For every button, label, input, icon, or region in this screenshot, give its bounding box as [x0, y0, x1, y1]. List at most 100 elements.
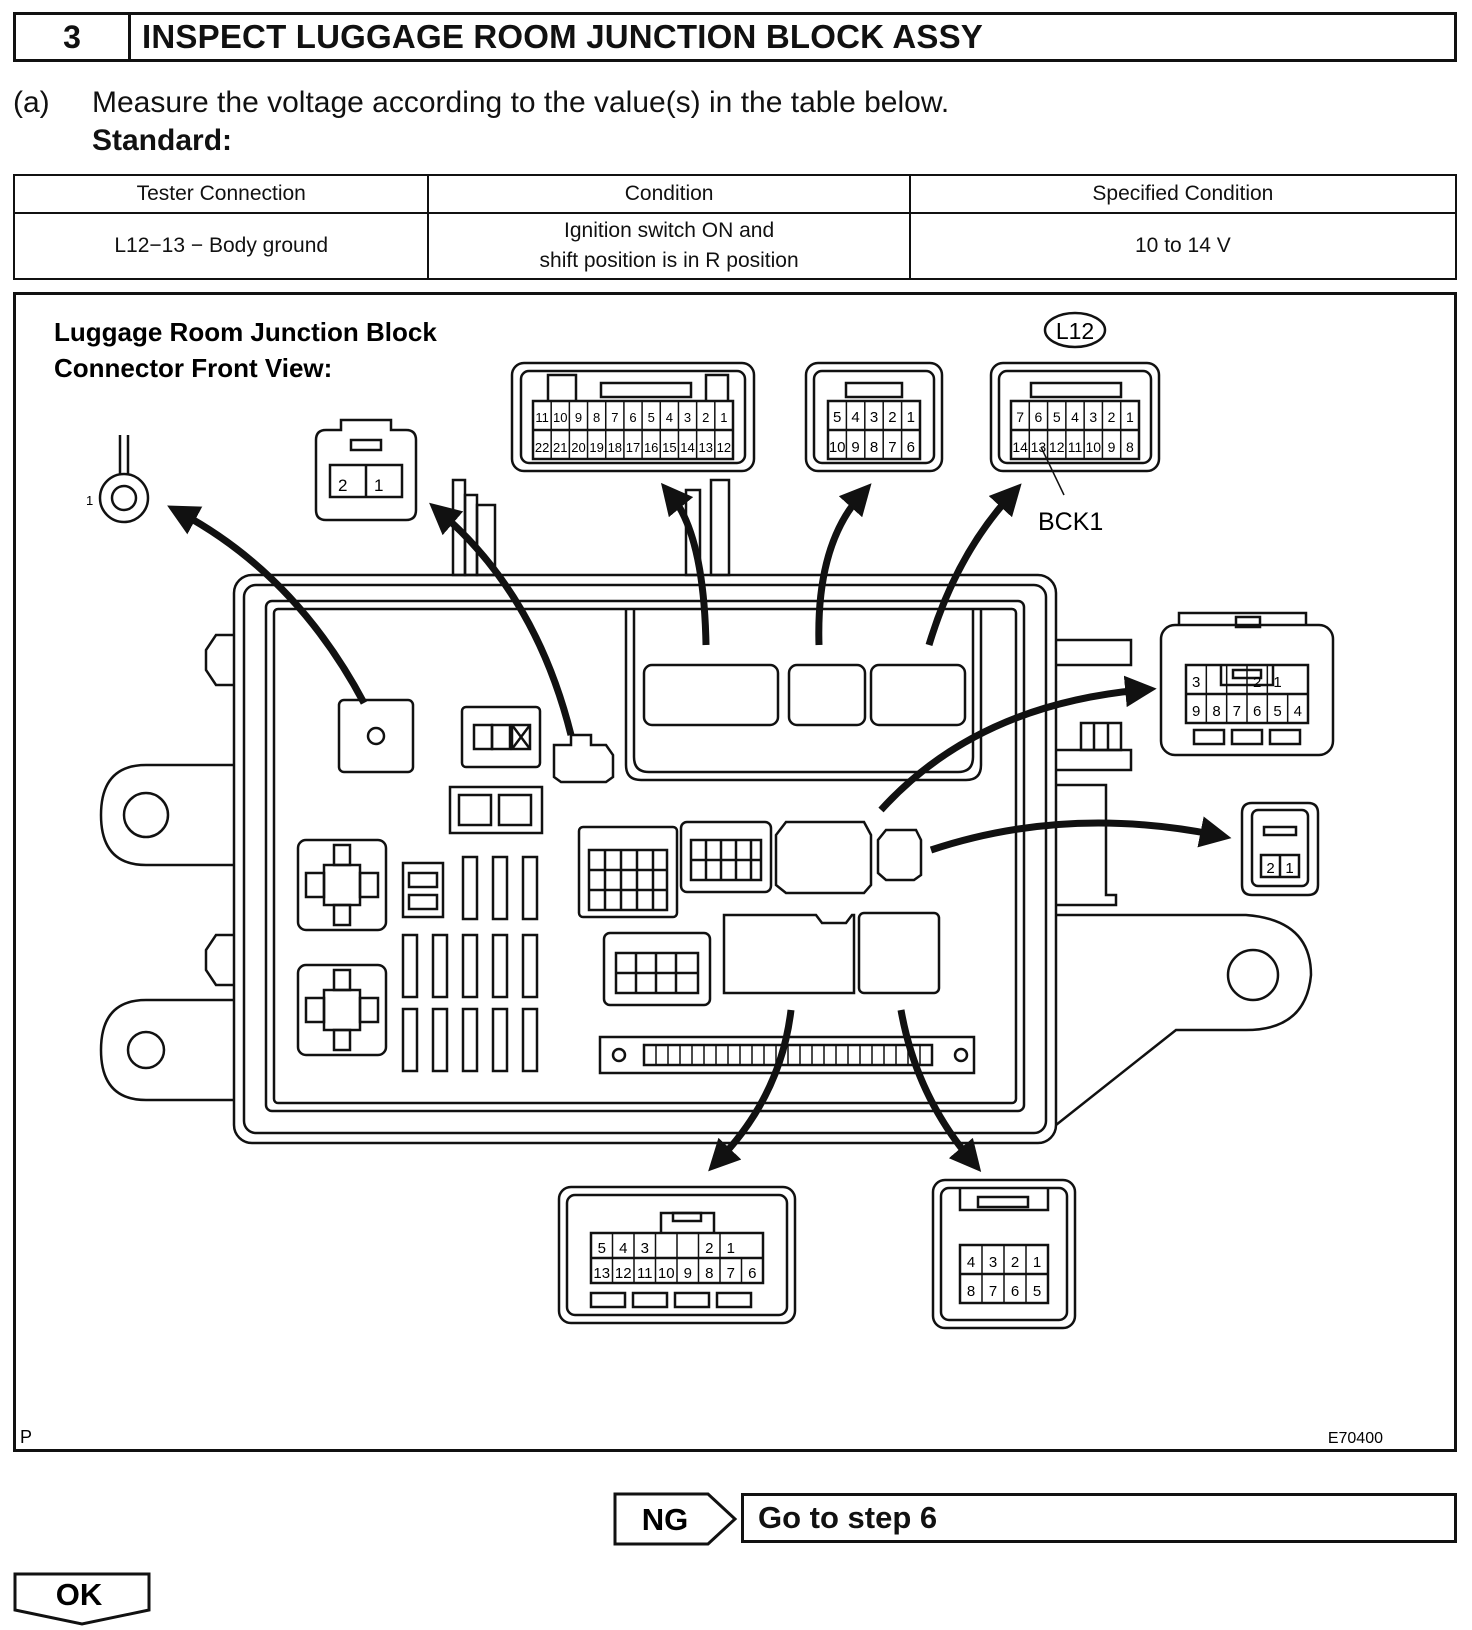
pin-number: 7 — [989, 1283, 997, 1300]
pin-number: 8 — [1212, 703, 1220, 720]
connector-l12 — [989, 311, 1161, 473]
instruction-marker: (a) — [13, 86, 50, 119]
pin-2pin-2: 2 — [338, 476, 347, 495]
callout-leader-line — [1040, 446, 1065, 496]
pin-number: 2 — [1108, 409, 1116, 425]
pin-number: 6 — [629, 410, 636, 425]
pin-number: 10 — [829, 439, 846, 456]
pin-number: 22 — [535, 440, 549, 455]
pin-number: 10 — [553, 410, 567, 425]
pin-number: 5 — [833, 409, 841, 426]
pin-number: 14 — [680, 440, 694, 455]
step-title: INSPECT LUGGAGE ROOM JUNCTION BLOCK ASSY — [142, 18, 983, 55]
pin-number: 11 — [637, 1265, 653, 1282]
pin-number: 4 — [666, 410, 673, 425]
connector-13pin — [557, 1185, 797, 1325]
diagram-title-line-1: Luggage Room Junction Block — [54, 317, 437, 347]
step-number: 3 — [16, 15, 131, 59]
pin-number: 3 — [641, 1240, 649, 1257]
pin-number: 3 — [870, 409, 878, 426]
pin-number: 1 — [1285, 860, 1293, 877]
pin-number: 2 — [705, 1240, 713, 1257]
pin-number: 13 — [698, 440, 712, 455]
pin-number: 12 — [615, 1265, 632, 1282]
pin-number: 8 — [705, 1265, 713, 1282]
ng-arrow-box: NG — [613, 1492, 738, 1546]
pin-number: 3 — [1089, 409, 1097, 425]
pin-number: 4 — [851, 409, 859, 426]
pin-number: 3 — [989, 1254, 997, 1271]
pin-number: 4 — [1071, 409, 1079, 425]
header-condition: Condition — [427, 174, 911, 214]
pin-number: 8 — [593, 410, 600, 425]
pin-number: 15 — [662, 440, 676, 455]
junction-block-body — [99, 478, 1313, 1145]
standard-label: Standard: — [92, 124, 233, 157]
pin-number: 7 — [727, 1265, 735, 1282]
pin-number: 9 — [851, 439, 859, 456]
table-row: L12−13 − Body ground Ignition switch ON … — [12, 212, 1458, 280]
pin-number: 2 — [888, 409, 896, 426]
pin-number: 6 — [748, 1265, 756, 1282]
connector-22pin — [510, 361, 756, 473]
pin-number: 7 — [888, 439, 896, 456]
ng-label: NG — [642, 1502, 689, 1537]
pin-number: 10 — [658, 1265, 675, 1282]
pin-number: 9 — [575, 410, 582, 425]
pin-number: 9 — [684, 1265, 692, 1282]
pin-number: 1 — [907, 409, 915, 426]
pin-number: 6 — [1035, 409, 1043, 425]
pin-number: 8 — [1126, 439, 1134, 455]
pin-number: 10 — [1085, 439, 1101, 455]
pin-number: 5 — [1053, 409, 1061, 425]
pin-number: 1 — [1126, 409, 1134, 425]
pin-number: 2 — [1011, 1254, 1019, 1271]
pin-number: 7 — [1233, 703, 1241, 720]
pin-number: 16 — [644, 440, 658, 455]
spec-table: Tester Connection Condition Specified Co… — [12, 174, 1458, 280]
connector-code-label: L12 — [1056, 318, 1094, 344]
corner-label-left: P — [20, 1427, 32, 1447]
ground-terminal-icon — [98, 435, 150, 524]
pin-number: 7 — [1016, 409, 1024, 425]
header-tester-connection: Tester Connection — [12, 174, 430, 214]
pin-number: 8 — [967, 1283, 975, 1300]
pin-number: 5 — [1273, 703, 1281, 720]
pin-number: 9 — [1192, 703, 1200, 720]
condition-line-1: Ignition switch ON and — [564, 219, 775, 242]
pin-number: 2 — [1266, 860, 1274, 877]
step-header: 3 INSPECT LUGGAGE ROOM JUNCTION BLOCK AS… — [13, 12, 1457, 62]
connector-diagram: Luggage Room Junction Block Connector Fr… — [13, 292, 1457, 1452]
pin-number: 12 — [717, 440, 731, 455]
pin-2pin-1: 1 — [374, 476, 383, 495]
table-header-row: Tester Connection Condition Specified Co… — [12, 174, 1458, 214]
connector-2pin-top — [314, 418, 418, 522]
cell-tester: L12−13 − Body ground — [12, 212, 430, 280]
pin-number: 6 — [907, 439, 915, 456]
pin-number: 1 — [720, 410, 727, 425]
pin-number: 2 — [702, 410, 709, 425]
pin-number: 4 — [619, 1240, 627, 1257]
pin-number: 12 — [1049, 439, 1065, 455]
ng-action-box: Go to step 6 — [741, 1493, 1457, 1543]
cell-specified: 10 to 14 V — [908, 212, 1458, 280]
pin-number: 19 — [589, 440, 603, 455]
callout-label: BCK1 — [1038, 508, 1103, 536]
pin-number: 20 — [571, 440, 585, 455]
diagram-title-line-2: Connector Front View: — [54, 353, 332, 383]
pin-number: 3 — [684, 410, 691, 425]
connector-2pin-right — [1240, 801, 1320, 897]
header-specified-condition: Specified Condition — [908, 174, 1458, 214]
pin-number: 6 — [1253, 703, 1261, 720]
pin-number: 5 — [648, 410, 655, 425]
condition-line-2: shift position is in R position — [539, 249, 799, 272]
ok-arrow-box: OK — [13, 1572, 151, 1626]
pin-number: 11 — [1068, 439, 1083, 455]
pin-number: 2 — [1253, 674, 1261, 691]
pin-number: 5 — [1033, 1283, 1041, 1300]
